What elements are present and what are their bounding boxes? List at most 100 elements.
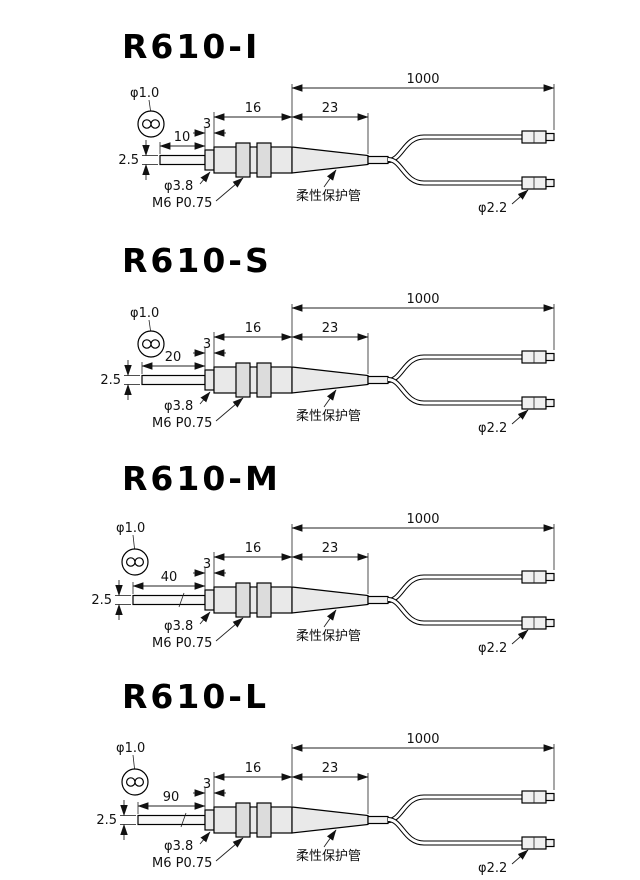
threaded-barrel: [213, 806, 293, 834]
cable-bottom: [387, 157, 522, 186]
fiber-diameter-label: φ1.0: [130, 86, 159, 101]
nut: [235, 802, 251, 838]
cable-bottom: [387, 597, 522, 626]
dimensions: 1000 16 23 3 10 2.5: [118, 72, 555, 180]
fiber-diameter-label: φ1.0: [116, 741, 145, 756]
dim-tube-length: 23: [322, 541, 339, 556]
diagram-r610-i: R610-I φ1.0: [0, 0, 640, 220]
cable-top: [387, 354, 522, 383]
dim-body-length: 16: [245, 761, 262, 776]
collar: [204, 809, 215, 831]
thread-spec-label: M6 P0.75: [152, 856, 212, 871]
connector-bottom: [521, 176, 555, 190]
nut: [256, 362, 272, 398]
dim-step-length: 3: [203, 557, 211, 572]
probe-rod: [159, 154, 206, 166]
nut: [235, 142, 251, 178]
connector-bottom: [521, 616, 555, 630]
flexible-tube-label: 柔性保护管: [296, 409, 361, 424]
fiber-core-icon: [150, 119, 160, 129]
labels: φ3.8 M6 P0.75 柔性保护管 φ2.2: [152, 169, 529, 216]
flexible-tube: [291, 806, 369, 834]
connector-top: [521, 130, 555, 144]
tube-neck: [367, 375, 389, 385]
cable-diameter-label: φ2.2: [478, 641, 507, 656]
dim-probe-diameter: 2.5: [118, 153, 139, 168]
fiber-end-view: φ1.0: [116, 521, 149, 576]
flexible-tube-label: 柔性保护管: [296, 189, 361, 204]
sensor-body: [159, 130, 555, 190]
fiber-end-view: φ1.0: [116, 741, 149, 796]
dim-step-length: 3: [203, 777, 211, 792]
probe-rod: [141, 374, 206, 386]
dim-probe-length: 10: [174, 130, 191, 145]
diagram-r610-m: R610-M φ1.0: [0, 440, 640, 660]
dim-body-length: 16: [245, 321, 262, 336]
thread-spec-label: M6 P0.75: [152, 636, 212, 651]
collar: [204, 149, 215, 171]
nut: [256, 142, 272, 178]
nut: [256, 582, 272, 618]
diagram-title: R610-M: [122, 459, 281, 498]
nut: [256, 802, 272, 838]
dim-cable-length: 1000: [406, 512, 439, 527]
flexible-tube: [291, 146, 369, 174]
fiber-diameter-label: φ1.0: [116, 521, 145, 536]
threaded-barrel: [213, 586, 293, 614]
nut: [235, 582, 251, 618]
dim-body-length: 16: [245, 101, 262, 116]
connector-top: [521, 570, 555, 584]
cable-diameter-label: φ2.2: [478, 861, 507, 876]
thread-diameter-label: φ3.8: [164, 619, 193, 634]
dim-probe-length: 40: [161, 570, 178, 585]
threaded-barrel: [213, 146, 293, 174]
probe-rod: [137, 814, 206, 826]
thread-spec-label: M6 P0.75: [152, 416, 212, 431]
tube-neck: [367, 595, 389, 605]
thread-diameter-label: φ3.8: [164, 839, 193, 854]
dim-probe-diameter: 2.5: [96, 813, 117, 828]
dim-tube-length: 23: [322, 321, 339, 336]
flexible-tube: [291, 586, 369, 614]
probe-rod: [132, 594, 206, 606]
cable-diameter-label: φ2.2: [478, 201, 507, 216]
cable-top: [387, 134, 522, 163]
fiber-core-icon: [142, 339, 152, 349]
dimensions: 1000 16 23 3 40 2.5: [91, 512, 555, 620]
flexible-tube: [291, 366, 369, 394]
connector-top: [521, 790, 555, 804]
fiber-core-icon: [134, 557, 144, 567]
diagram-title: R610-S: [122, 241, 272, 280]
labels: φ3.8 M6 P0.75 柔性保护管 φ2.2: [152, 389, 529, 436]
dim-cable-length: 1000: [406, 732, 439, 747]
dim-step-length: 3: [203, 117, 211, 132]
fiber-core-icon: [134, 777, 144, 787]
fiber-end-view: φ1.0: [130, 306, 165, 358]
flexible-tube-label: 柔性保护管: [296, 849, 361, 864]
dim-step-length: 3: [203, 337, 211, 352]
dimensions: 1000 16 23 3 90 2.5: [96, 732, 555, 840]
thread-diameter-label: φ3.8: [164, 179, 193, 194]
dim-body-length: 16: [245, 541, 262, 556]
dim-cable-length: 1000: [406, 72, 439, 87]
cable-top: [387, 794, 522, 823]
diagram-title: R610-L: [122, 677, 269, 716]
fiber-end-view: φ1.0: [130, 86, 165, 138]
fiber-core-icon: [126, 557, 136, 567]
sensor-body: [137, 790, 555, 850]
cable-diameter-label: φ2.2: [478, 421, 507, 436]
thread-spec-label: M6 P0.75: [152, 196, 212, 211]
cable-bottom: [387, 377, 522, 406]
sensor-body: [132, 570, 555, 630]
dim-tube-length: 23: [322, 761, 339, 776]
diagram-title: R610-I: [122, 27, 260, 66]
collar: [204, 369, 215, 391]
diagram-r610-s: R610-S φ1.0: [0, 220, 640, 440]
collar: [204, 589, 215, 611]
fiber-diameter-label: φ1.0: [130, 306, 159, 321]
sensor-body: [141, 350, 555, 410]
labels: φ3.8 M6 P0.75 柔性保护管 φ2.2: [152, 829, 529, 876]
fiber-core-icon: [126, 777, 136, 787]
fiber-core-icon: [150, 339, 160, 349]
